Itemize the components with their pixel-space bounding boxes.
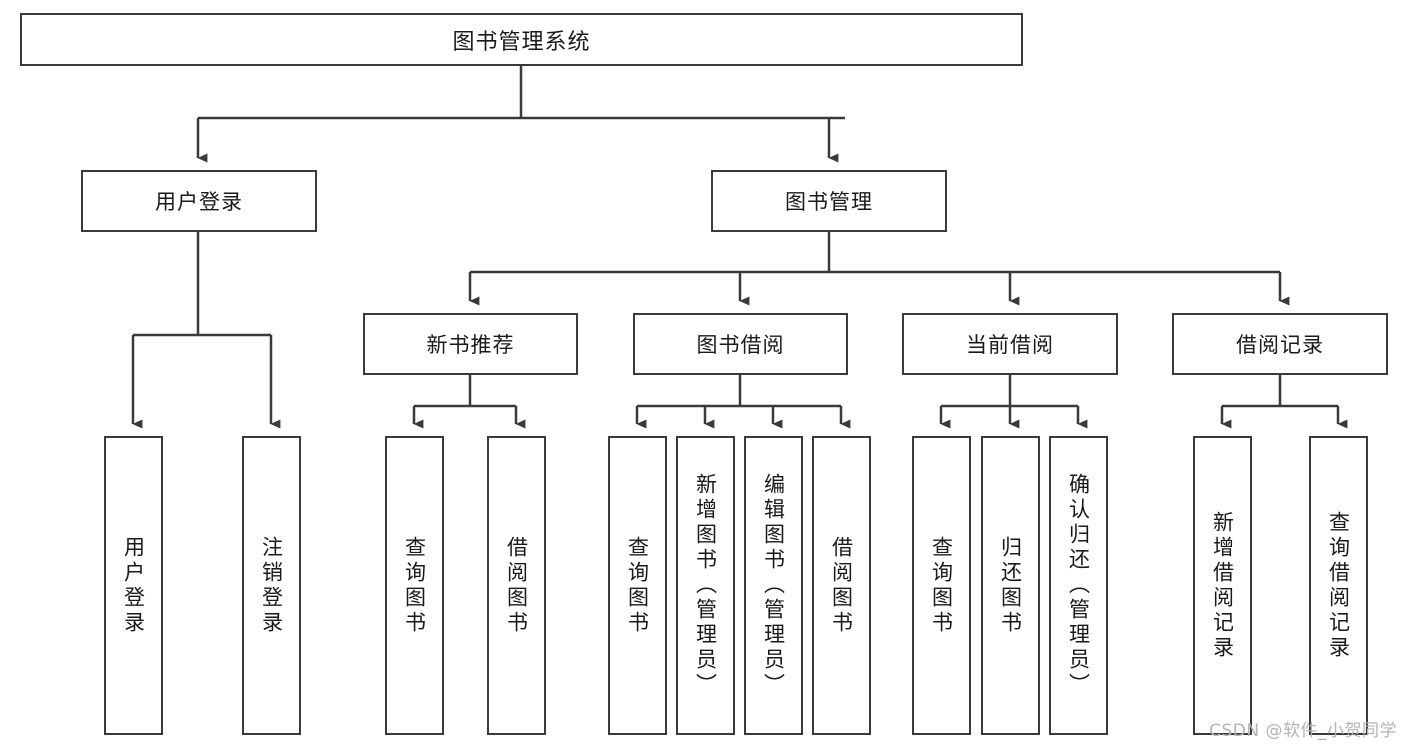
node-book-borrow[interactable]: 图书借阅 xyxy=(633,313,848,375)
leaf-query-book-current[interactable]: 查询图书 xyxy=(912,436,971,735)
leaf-query-book-borrow[interactable]: 查询图书 xyxy=(608,436,667,735)
node-borrow-record[interactable]: 借阅记录 xyxy=(1172,313,1388,375)
leaf-query-book-recommend[interactable]: 查询图书 xyxy=(385,436,444,735)
leaf-borrow-book-recommend[interactable]: 借阅图书 xyxy=(487,436,546,735)
node-current-borrow[interactable]: 当前借阅 xyxy=(902,313,1118,375)
leaf-edit-book-admin[interactable]: 编辑图书（管理员） xyxy=(744,436,803,735)
leaf-user-login[interactable]: 用户登录 xyxy=(104,436,163,735)
leaf-borrow-book[interactable]: 借阅图书 xyxy=(812,436,871,735)
leaf-return-book[interactable]: 归还图书 xyxy=(981,436,1040,735)
node-new-book-recommend[interactable]: 新书推荐 xyxy=(363,313,578,375)
leaf-add-borrow-record[interactable]: 新增借阅记录 xyxy=(1193,436,1252,735)
leaf-logout-login[interactable]: 注销登录 xyxy=(242,436,301,735)
node-root-book-management-system[interactable]: 图书管理系统 xyxy=(20,13,1023,66)
node-book-management[interactable]: 图书管理 xyxy=(711,170,947,232)
leaf-add-book-admin[interactable]: 新增图书（管理员） xyxy=(676,436,735,735)
leaf-query-borrow-record[interactable]: 查询借阅记录 xyxy=(1309,436,1368,735)
watermark-text: CSDN @软件_小贺同学 xyxy=(1209,721,1397,741)
node-user-login[interactable]: 用户登录 xyxy=(81,170,317,232)
leaf-confirm-return-admin[interactable]: 确认归还（管理员） xyxy=(1049,436,1108,735)
